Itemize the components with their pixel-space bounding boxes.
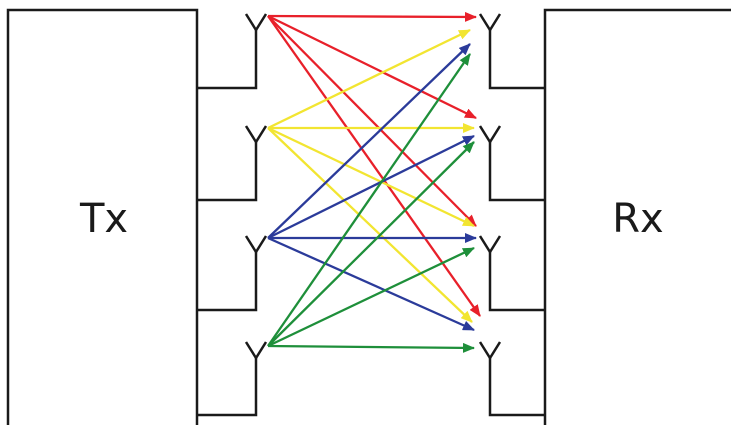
tx-antenna-2-icon	[244, 125, 268, 145]
rx-block: Rx	[543, 8, 731, 425]
link-tx1-rx3	[267, 15, 477, 227]
rx-label: Rx	[612, 196, 663, 242]
tx-feed-3	[197, 252, 258, 312]
rx-antennas	[478, 13, 502, 361]
tx-feed-4	[197, 358, 258, 417]
tx-antennas	[244, 13, 268, 361]
links	[267, 11, 481, 353]
rx-feed-2	[488, 142, 545, 202]
rx-antenna-2-icon	[478, 125, 502, 145]
rx-feed-3	[488, 252, 545, 312]
link-tx4-rx2	[267, 141, 475, 347]
tx-feed-2	[197, 142, 258, 202]
link-tx4-rx3	[267, 246, 475, 348]
tx-antenna-1-icon	[244, 13, 268, 33]
rx-antenna-4-icon	[478, 341, 502, 361]
tx-feed-1	[197, 30, 258, 90]
tx-block: Tx	[6, 8, 199, 425]
link-tx4-rx1	[267, 53, 471, 347]
rx-antenna-3-icon	[478, 235, 502, 255]
link-tx2-rx1	[267, 28, 471, 130]
tx-antenna-feeds	[197, 30, 258, 417]
link-tx4-rx4	[267, 342, 475, 353]
tx-antenna-3-icon	[244, 235, 268, 255]
link-tx1-rx4	[267, 15, 481, 317]
link-tx2-rx4	[267, 127, 473, 323]
rx-antenna-feeds	[488, 30, 545, 417]
link-tx3-rx4	[267, 236, 475, 332]
rx-antenna-1-icon	[478, 13, 502, 33]
tx-antenna-4-icon	[244, 341, 268, 361]
rx-feed-4	[488, 358, 545, 417]
link-tx1-rx1	[267, 11, 477, 22]
tx-label: Tx	[79, 196, 128, 242]
link-tx2-rx3	[267, 126, 475, 228]
link-tx3-rx1	[267, 43, 471, 239]
rx-feed-1	[488, 30, 545, 90]
link-tx3-rx2	[267, 134, 475, 240]
link-tx1-rx2	[267, 14, 477, 120]
